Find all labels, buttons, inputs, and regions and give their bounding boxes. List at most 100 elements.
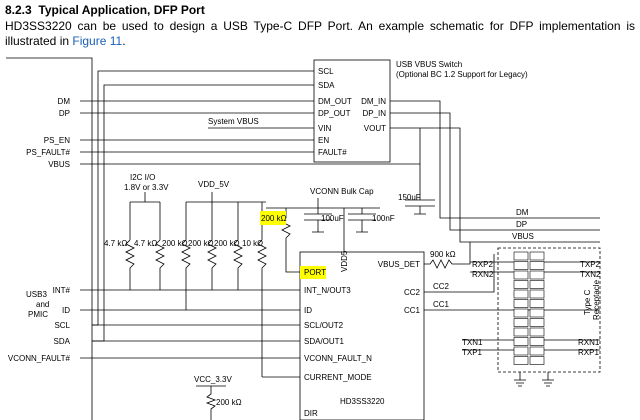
type-c-receptacle <box>497 247 601 373</box>
chip-pin-sda: SDA/OUT1 <box>304 337 345 346</box>
host-pin-scl: SCL <box>54 321 70 330</box>
receptacle-pin <box>529 289 545 299</box>
chip-pin-dir: DIR <box>304 409 318 418</box>
cc2-wire <box>424 254 495 293</box>
connector-label-line-1: Type C <box>583 289 592 315</box>
bus-label-dm: DM <box>516 208 529 217</box>
dp-in-wire <box>390 112 600 231</box>
switch-title-line-1: USB VBUS Switch <box>396 60 462 69</box>
receptacle-pin <box>529 337 545 346</box>
vbus-switch-box <box>313 59 391 163</box>
dm-in-wire <box>390 100 600 219</box>
host-pin-id: ID <box>62 306 70 315</box>
vconn-cap-100uf <box>266 198 380 233</box>
pullup-4k7-a <box>125 239 135 290</box>
chip-pin-vdd5: VDD5 <box>340 250 349 272</box>
i2c-rail <box>129 192 161 240</box>
chip-name: HD3SS3220 <box>340 397 385 406</box>
host-block-outline <box>6 57 93 420</box>
switch-title-line-2: (Optional BC 1.2 Support for Legacy) <box>396 70 528 79</box>
receptacle-pin <box>513 280 529 289</box>
cap-100nf-label: 100nF <box>372 214 395 223</box>
resistor-900k-label: 900 kΩ <box>430 250 456 259</box>
bus-label-dp: DP <box>516 220 527 229</box>
switch-pin-vout: VOUT <box>364 124 386 133</box>
diff-label-rxp1: RXP1 <box>578 348 599 357</box>
intro-paragraph: HD3SS3220 can be used to design a USB Ty… <box>5 19 635 49</box>
receptacle-pin <box>529 251 545 261</box>
host-pin-vbus: VBUS <box>48 160 70 169</box>
host-pin-vconn-fault: VCONN_FAULT# <box>8 354 71 363</box>
receptacle-pin <box>529 318 545 327</box>
host-pin-int: INT# <box>53 286 71 295</box>
ground-2 <box>542 372 554 387</box>
diff-label-rxn1: RXN1 <box>578 338 600 347</box>
receptacle-pin <box>513 299 529 308</box>
chip-pin-vbus-det: VBUS_DET <box>378 260 420 269</box>
receptacle-pins <box>513 251 545 365</box>
receptacle-pin <box>513 346 529 356</box>
pullup-10k <box>257 239 267 377</box>
vconn-cap-100nf <box>348 208 376 233</box>
switch-pin-fault: FAULT# <box>318 148 347 157</box>
pullup-4k7-b <box>155 239 165 290</box>
diff-label-rxn2: RXN2 <box>472 270 494 279</box>
resistor-10k-label: 10 kΩ <box>242 239 263 248</box>
resistor-200k-a-label: 200 kΩ <box>162 239 188 248</box>
section-number: 8.2.3 <box>5 3 32 17</box>
host-pin-dp: DP <box>59 109 70 118</box>
usb3-ss-pair-1 <box>462 339 600 351</box>
receptacle-pin <box>513 261 529 270</box>
receptacle-pin <box>513 318 529 327</box>
receptacle-pin <box>513 251 529 261</box>
diff-label-rxp2: RXP2 <box>472 260 493 269</box>
vdd-rail <box>185 192 266 240</box>
resistor-200k-dir-label: 200 kΩ <box>216 398 242 407</box>
receptacle-pin <box>529 299 545 308</box>
chip-box <box>299 251 425 420</box>
i2c-io-label-line-1: I2C I/O <box>130 173 155 182</box>
switch-pin-dm-out: DM_OUT <box>318 97 352 106</box>
chip-pin-vconn-fault: VCONN_FAULT_N <box>304 354 372 363</box>
figure-link[interactable]: Figure 11 <box>72 34 123 48</box>
receptacle-pin <box>529 327 545 337</box>
receptacle-pin <box>513 289 529 299</box>
resistor-200k-c-label: 200 kΩ <box>214 239 240 248</box>
bus-label-vbus: VBUS <box>512 232 534 241</box>
receptacle-pin <box>513 337 529 346</box>
vcc-3v3-label: VCC_3.3V <box>194 375 232 384</box>
connector-label-line-2: Receptacle <box>592 279 601 320</box>
cc-label-cc1: CC1 <box>433 300 450 309</box>
intro-end: . <box>122 34 126 48</box>
host-pin-ps-en: PS_EN <box>44 136 70 145</box>
host-label-line-3: PMIC <box>28 310 48 319</box>
switch-pin-vin: VIN <box>318 124 332 133</box>
scl-wire-switch <box>92 70 314 326</box>
diff-label-txn1: TXN1 <box>462 338 483 347</box>
receptacle-pin <box>529 308 545 318</box>
cap-100uf-label: 100uF <box>321 214 344 223</box>
vout-wire <box>420 127 600 243</box>
resistor-200k-port-label: 200 kΩ <box>261 214 287 223</box>
pullup-200k-c <box>233 239 243 290</box>
section-heading: 8.2.3 Typical Application, DFP Port <box>5 3 205 17</box>
host-label-line-2: and <box>36 300 49 309</box>
diff-label-txn2: TXN2 <box>580 270 601 279</box>
cap-150uf-symbol <box>405 164 435 215</box>
usb3-ss-pair-2 <box>470 261 600 273</box>
host-pin-sda: SDA <box>54 337 71 346</box>
host-pin-ps-fault: PS_FAULT# <box>26 148 70 157</box>
system-vbus-label: System VBUS <box>208 117 259 126</box>
receptacle-pin <box>513 308 529 318</box>
switch-pin-en: EN <box>318 136 329 145</box>
wires <box>6 57 601 420</box>
highlight-port <box>300 266 326 279</box>
pullup-200k-a <box>181 239 191 310</box>
receptacle-pin <box>529 270 545 280</box>
highlight-200k-port <box>260 211 286 225</box>
section-title: Typical Application, DFP Port <box>38 3 205 17</box>
receptacle-pin <box>529 261 545 270</box>
switch-pin-scl: SCL <box>318 67 334 76</box>
receptacle-pin <box>529 356 545 365</box>
